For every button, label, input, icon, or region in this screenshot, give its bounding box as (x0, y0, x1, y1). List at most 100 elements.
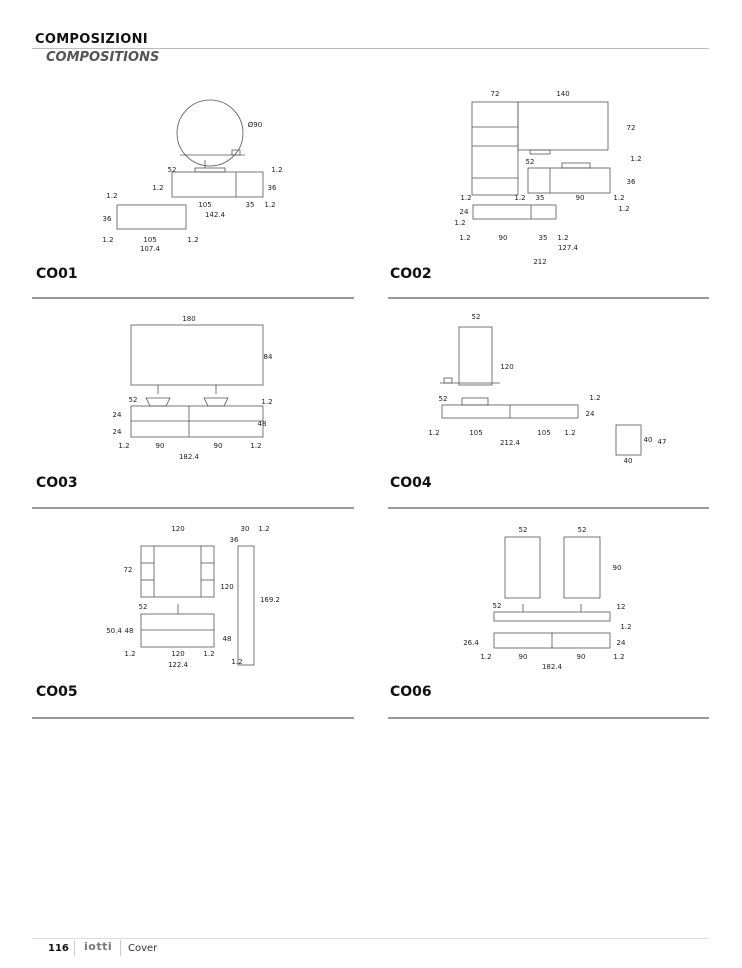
dimension-label: 212.4 (500, 439, 521, 447)
dimension-label: 48 (125, 627, 134, 635)
dimension-label: 35 (536, 194, 545, 202)
composition-code: CO03 (36, 475, 78, 491)
dimension-label: 90 (214, 442, 223, 450)
dimension-label: 90 (156, 442, 165, 450)
dimension-label: 52 (519, 526, 528, 534)
composition-code: CO04 (390, 475, 432, 491)
dimension-label: 36 (103, 215, 112, 223)
co03-drawing (130, 324, 264, 438)
section-divider (32, 717, 354, 719)
dimension-label: 182.4 (179, 453, 200, 461)
dimension-label: 127.4 (558, 244, 579, 252)
dimension-label: 36 (268, 184, 277, 192)
dimension-label: 36 (230, 536, 239, 544)
dimension-label: 90 (576, 194, 585, 202)
dimension-label: 26.4 (463, 639, 479, 647)
section-divider (32, 507, 354, 509)
section-divider (388, 717, 709, 719)
dimension-label: 122.4 (168, 661, 189, 669)
dimension-label: 90 (499, 234, 508, 242)
dimension-label: 1.2 (261, 398, 272, 406)
dimension-label: 1.2 (250, 442, 261, 450)
dimension-label: 52 (578, 526, 587, 534)
dimension-label: 52 (139, 603, 148, 611)
dimension-label: 1.2 (152, 184, 163, 192)
dimension-label: 52 (493, 602, 502, 610)
dimension-label: 40 (644, 436, 653, 444)
dimension-label: 52 (439, 395, 448, 403)
dimension-label: 52 (168, 166, 177, 174)
dimension-label: 24 (617, 639, 626, 647)
dimension-label: 142.4 (205, 211, 226, 219)
dimension-label: 1.2 (557, 234, 568, 242)
dimension-label: 24 (113, 428, 122, 436)
section-divider (388, 507, 709, 509)
dimension-label: 120 (220, 583, 233, 591)
dimension-label: 1.2 (480, 653, 491, 661)
section-name: Cover (128, 943, 158, 954)
dimension-label: 1.2 (231, 658, 242, 666)
page-number: 116 (48, 943, 69, 954)
dimension-label: 1.2 (203, 650, 214, 658)
dimension-label: 36 (627, 178, 636, 186)
dimension-label: 1.2 (618, 205, 629, 213)
dimension-label: 120 (171, 525, 184, 533)
dimension-label: 105 (537, 429, 550, 437)
brand-logo: iotti (84, 940, 113, 953)
dimension-label: 212 (533, 258, 546, 266)
dimension-label: 180 (182, 315, 195, 323)
dimension-label: 1.2 (271, 166, 282, 174)
dimension-label: 1.2 (124, 650, 135, 658)
dimension-label: 90 (577, 653, 586, 661)
dimension-label: 48 (258, 420, 267, 428)
dimension-label: 1.2 (187, 236, 198, 244)
dimension-label: 1.2 (454, 219, 465, 227)
dimension-label: 50.4 (106, 627, 122, 635)
dimension-label: 35 (539, 234, 548, 242)
composition-code: CO05 (36, 684, 78, 700)
dimension-label: 1.2 (613, 653, 624, 661)
dimension-label: 72 (627, 124, 636, 132)
footer-divider (32, 938, 709, 939)
dimension-label: 1.2 (460, 194, 471, 202)
composition-code: CO01 (36, 266, 78, 282)
dimension-label: 24 (113, 411, 122, 419)
dimension-label: 1.2 (589, 394, 600, 402)
header-divider (32, 48, 709, 49)
dimension-label: 84 (264, 353, 273, 361)
dimension-label: 140 (556, 90, 569, 98)
dimension-label: 1.2 (102, 236, 113, 244)
dimension-label: 1.2 (514, 194, 525, 202)
composition-code: CO06 (390, 684, 432, 700)
dimension-label: 105 (198, 201, 211, 209)
co05-drawing (140, 545, 255, 666)
dimension-label: 120 (171, 650, 184, 658)
dimension-label: 72 (124, 566, 133, 574)
dimension-label: 24 (460, 208, 469, 216)
dimension-label: 1.2 (630, 155, 641, 163)
dimension-label: 90 (613, 564, 622, 572)
dimension-label: 105 (143, 236, 156, 244)
dimension-label: 1.2 (459, 234, 470, 242)
dimension-label: 90 (519, 653, 528, 661)
section-divider (388, 297, 709, 299)
dimension-label: 105 (469, 429, 482, 437)
dimension-label: 40 (624, 457, 633, 465)
dimension-label: 52 (472, 313, 481, 321)
dimension-label: Ø90 (248, 121, 262, 129)
page-subtitle: COMPOSITIONS (46, 50, 160, 65)
dimension-label: 30 (241, 525, 250, 533)
page-title: COMPOSIZIONI (35, 32, 148, 47)
co01-drawing (116, 99, 264, 230)
dimension-label: 52 (129, 396, 138, 404)
dimension-label: 24 (586, 410, 595, 418)
dimension-label: 1.2 (613, 194, 624, 202)
dimension-label: 169.2 (260, 596, 280, 604)
co04-drawing (440, 326, 642, 456)
composition-code: CO02 (390, 266, 432, 282)
dimension-label: 1.2 (264, 201, 275, 209)
dimension-label: 72 (491, 90, 500, 98)
section-divider (32, 297, 354, 299)
dimension-label: 1.2 (620, 623, 631, 631)
